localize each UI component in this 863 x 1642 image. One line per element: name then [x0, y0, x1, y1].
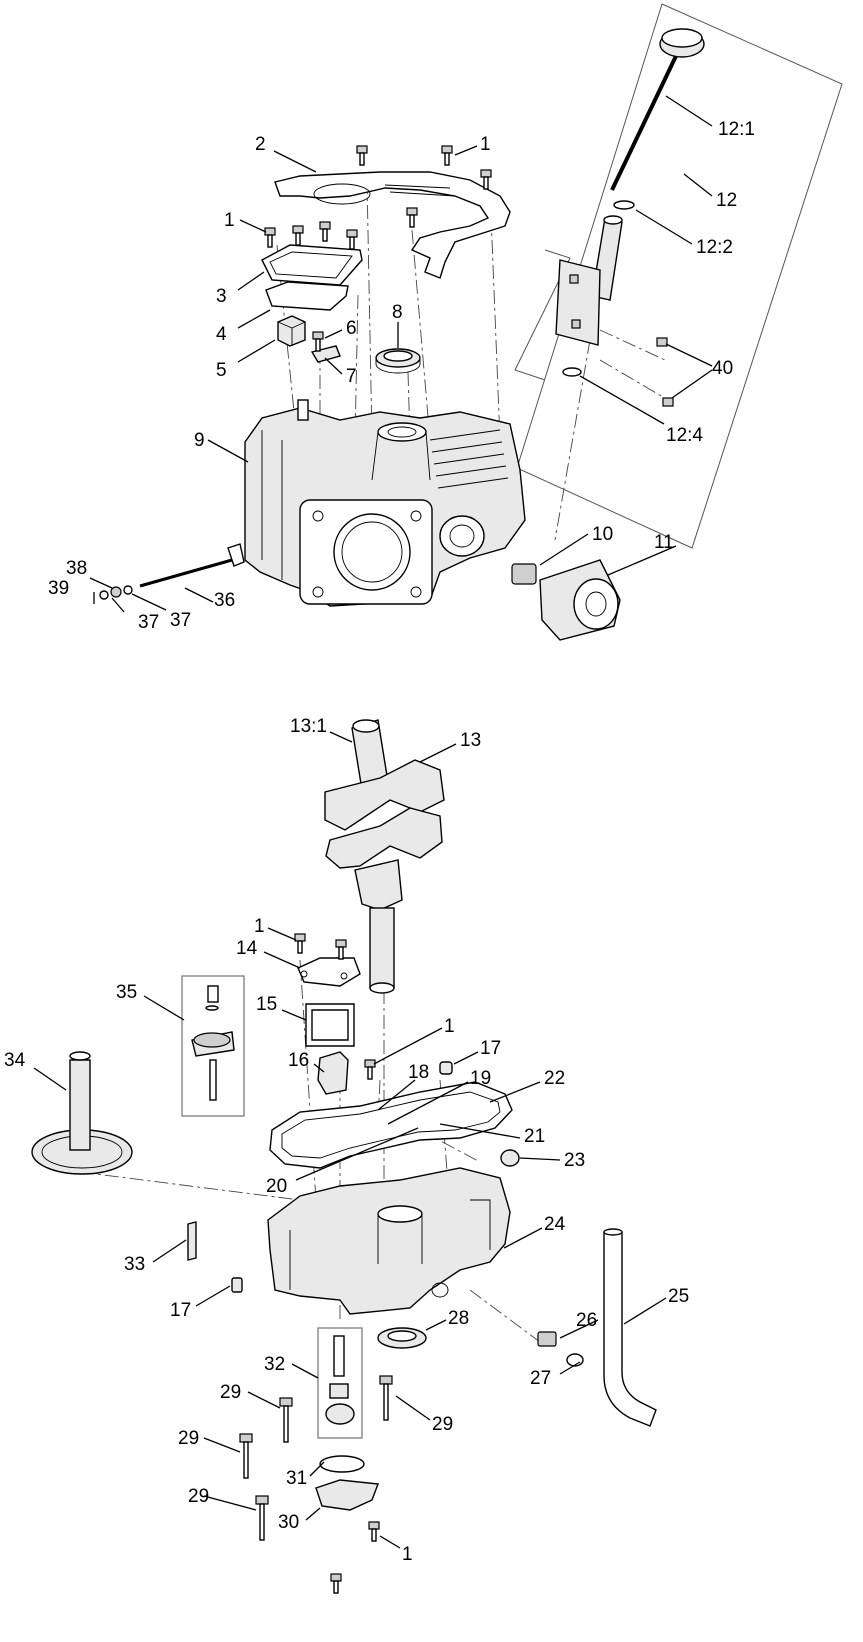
label-22: 22	[544, 1068, 565, 1089]
label-19: 19	[470, 1068, 491, 1089]
label-34: 34	[4, 1050, 26, 1071]
block-part-5	[277, 315, 306, 347]
o-ring-31	[319, 1455, 365, 1473]
label-28: 28	[448, 1308, 469, 1329]
governor-box	[181, 975, 245, 1117]
label-33: 33	[124, 1254, 145, 1275]
dowel-17b	[231, 1277, 243, 1293]
guard-bracket	[274, 171, 511, 279]
label-36: 36	[214, 590, 235, 611]
label-25: 25	[668, 1286, 689, 1307]
screws-top	[264, 145, 492, 352]
part-16	[317, 1051, 349, 1095]
label-29-b: 29	[432, 1414, 453, 1435]
label-29-d: 29	[188, 1486, 209, 1507]
oil-seal-part-8	[375, 348, 421, 374]
label-16: 16	[288, 1050, 309, 1071]
label-12: 12	[716, 190, 737, 211]
plug-23	[500, 1149, 520, 1167]
label-29-c: 29	[178, 1428, 199, 1449]
label-11: 11	[654, 532, 674, 553]
label-8: 8	[392, 302, 403, 323]
label-3: 3	[216, 286, 227, 307]
label-24: 24	[544, 1214, 566, 1235]
label-1-a: 1	[480, 134, 491, 155]
label-1-b: 1	[224, 210, 235, 231]
cover-30	[315, 1479, 379, 1511]
label-23: 23	[564, 1150, 585, 1171]
oil-filter	[511, 559, 621, 641]
camshaft-gear	[31, 1051, 133, 1175]
label-10: 10	[592, 524, 613, 545]
label-1-c: 1	[254, 916, 265, 937]
gasket-22	[269, 1081, 513, 1169]
dipstick-bracket-outline	[514, 249, 571, 381]
label-9: 9	[194, 430, 205, 451]
label-14: 14	[236, 938, 258, 959]
label-26: 26	[576, 1310, 597, 1331]
label-40: 40	[712, 358, 733, 379]
label-29-a: 29	[220, 1382, 241, 1403]
pump-box	[317, 1327, 363, 1439]
label-1-d: 1	[444, 1016, 455, 1037]
label-5: 5	[216, 360, 227, 381]
label-35: 35	[116, 982, 137, 1003]
label-20: 20	[266, 1176, 287, 1197]
label-12-4: 12:4	[666, 425, 703, 446]
label-39: 39	[48, 578, 69, 599]
part-33	[187, 1221, 197, 1261]
dipstick	[555, 28, 705, 407]
bolts-29	[239, 1375, 393, 1594]
label-2: 2	[255, 134, 266, 155]
leader-lines-bottom	[33, 731, 667, 1549]
sump-housing	[267, 1167, 511, 1315]
label-27: 27	[530, 1368, 551, 1389]
label-7: 7	[346, 366, 357, 387]
label-6: 6	[346, 318, 357, 339]
engine-block	[244, 399, 526, 607]
label-32: 32	[264, 1354, 285, 1375]
label-31: 31	[286, 1468, 307, 1489]
label-18: 18	[408, 1062, 429, 1083]
cover-plate	[261, 244, 363, 311]
screw-center	[364, 1059, 376, 1080]
label-15: 15	[256, 994, 277, 1015]
label-30: 30	[278, 1512, 299, 1533]
label-17-b: 17	[170, 1300, 191, 1321]
label-13-1: 13:1	[290, 716, 327, 737]
label-12-2: 12:2	[696, 237, 733, 258]
label-38: 38	[66, 558, 87, 579]
bearing-insert	[305, 1003, 355, 1047]
oil-seal-28	[377, 1327, 427, 1349]
clip-part-7	[310, 345, 341, 363]
dowel-17a	[439, 1061, 453, 1075]
label-37-b: 37	[170, 610, 191, 631]
label-17-a: 17	[480, 1038, 501, 1059]
governor-shaft	[93, 543, 245, 604]
crankshaft	[324, 719, 445, 994]
label-21: 21	[524, 1126, 545, 1147]
label-4: 4	[216, 324, 227, 345]
plate-part-14	[294, 933, 361, 987]
label-12-1: 12:1	[718, 119, 755, 140]
leader-lines-top	[89, 95, 713, 613]
label-37-a: 37	[138, 612, 159, 633]
label-13: 13	[460, 730, 481, 751]
callout-labels: 1 2 1 3 4 5 6 7 8 9 10 11 12:1 12 12:2 4…	[4, 119, 755, 1565]
label-1-e: 1	[402, 1544, 413, 1565]
